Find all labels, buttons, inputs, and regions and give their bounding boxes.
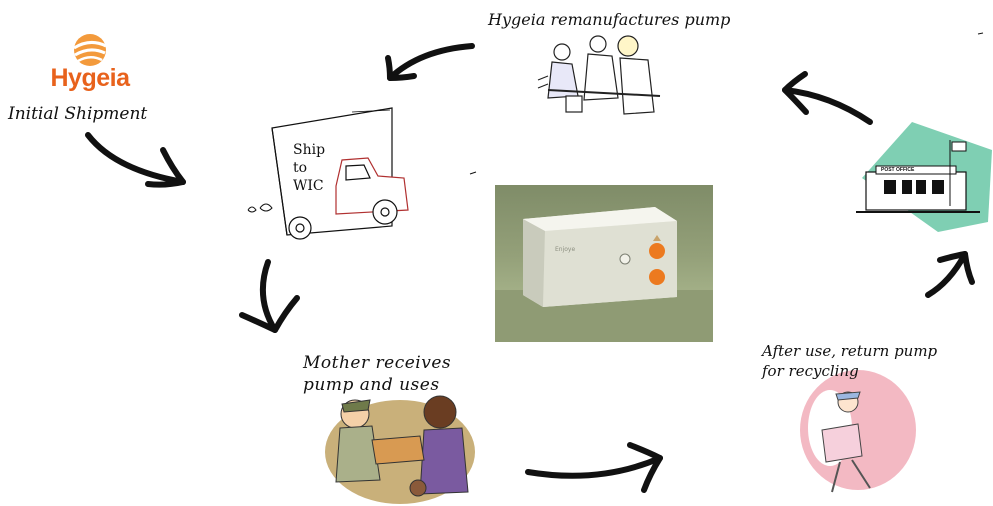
arrow-postoffice-to-reman <box>785 74 870 122</box>
ship-to-wic-line: WIC <box>293 177 325 195</box>
mother-label-line: pump and uses <box>303 374 451 396</box>
initial-shipment-label: Initial Shipment <box>8 104 147 124</box>
mother-delivery-icon <box>325 396 475 504</box>
arrow-reman-to-truck <box>388 46 472 78</box>
arrow-return-to-postoffice <box>928 254 972 295</box>
arrow-logo-to-truck <box>88 135 183 185</box>
hygeia-logo-text: Hygeia <box>40 64 140 93</box>
ship-to-wic-label: Ship to WIC <box>293 141 325 195</box>
return-label-line: After use, return pump <box>762 341 937 361</box>
ship-to-wic-line: to <box>293 159 325 177</box>
return-pump-label: After use, return pump for recycling <box>762 341 937 381</box>
stray-mark <box>978 33 983 34</box>
mother-label-line: Mother receives <box>303 352 451 374</box>
workers-icon <box>538 36 660 114</box>
delivery-truck-icon <box>248 108 408 239</box>
ship-to-wic-line: Ship <box>293 141 325 159</box>
courier-icon <box>800 370 916 492</box>
stray-mark <box>470 172 476 174</box>
post-office-icon <box>856 122 992 232</box>
arrow-truck-to-mother <box>242 262 297 330</box>
return-label-line: for recycling <box>762 361 937 381</box>
arrow-mother-to-return <box>528 445 660 490</box>
post-office-sign: POST OFFICE <box>881 167 914 173</box>
hygeia-logo-icon <box>74 34 106 66</box>
remanufacture-label: Hygeia remanufactures pump <box>488 10 730 29</box>
mother-receives-label: Mother receives pump and uses <box>303 352 451 396</box>
